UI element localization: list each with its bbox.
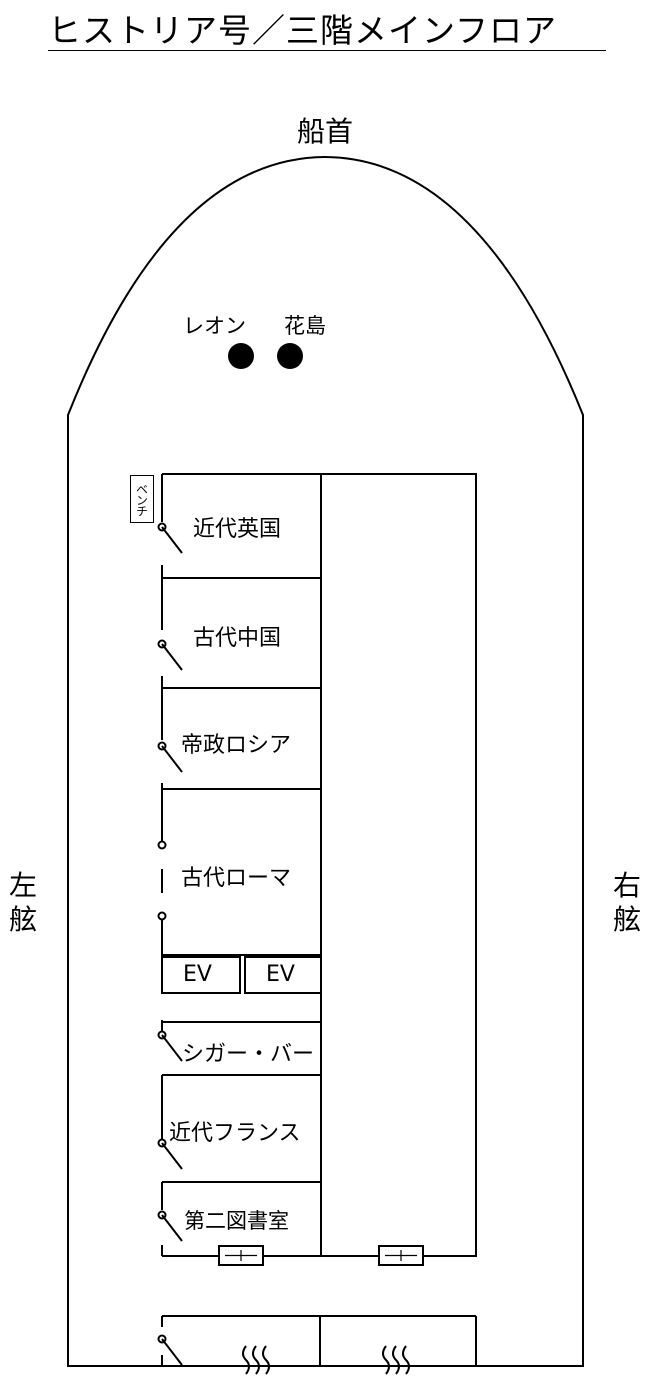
page-title: ヒストリア号／三階メインフロア (48, 11, 558, 50)
room-ancient-rome: 古代ローマ (181, 866, 292, 891)
steam-icon-right (382, 1345, 410, 1375)
person-marker-hanashima (277, 343, 303, 369)
door-imperial-russia (157, 741, 183, 773)
hull-outline (67, 155, 584, 1367)
room-elevator-2: EV (266, 962, 295, 987)
bench-label: ベンチ (130, 475, 154, 523)
door-ancient-china (157, 639, 183, 671)
title-underline (48, 50, 606, 51)
room-ancient-china: 古代中国 (193, 626, 282, 651)
elevator-box-1 (161, 956, 241, 994)
elevator-box-2 (244, 956, 322, 994)
steam-icon-left (242, 1345, 270, 1375)
bow-label: 船首 (297, 115, 354, 148)
door-second-library (157, 1210, 183, 1242)
port-label: 左舷 (8, 869, 37, 936)
corridor (320, 473, 477, 1257)
door-bottom-room (157, 1334, 183, 1366)
room-second-library: 第二図書室 (184, 1209, 289, 1233)
door-cigar-bar (157, 1030, 183, 1062)
room-modern-britain: 近代英国 (193, 517, 282, 542)
person-label-hanashima: 花島 (284, 314, 326, 338)
person-label-leon: レオン (183, 314, 246, 338)
window-left (218, 1245, 264, 1266)
room-imperial-russia: 帝政ロシア (181, 733, 292, 758)
door-ancient-rome-2 (157, 911, 167, 921)
door-modern-france (157, 1138, 183, 1170)
door-ancient-rome-1 (157, 840, 167, 850)
window-right (378, 1245, 424, 1266)
room-elevator-1: EV (183, 962, 212, 987)
room-modern-france: 近代フランス (169, 1121, 301, 1146)
door-modern-britain (157, 522, 183, 554)
starboard-label: 右舷 (612, 869, 641, 936)
person-marker-leon (228, 343, 254, 369)
room-cigar-bar: シガー・バー (182, 1042, 315, 1067)
